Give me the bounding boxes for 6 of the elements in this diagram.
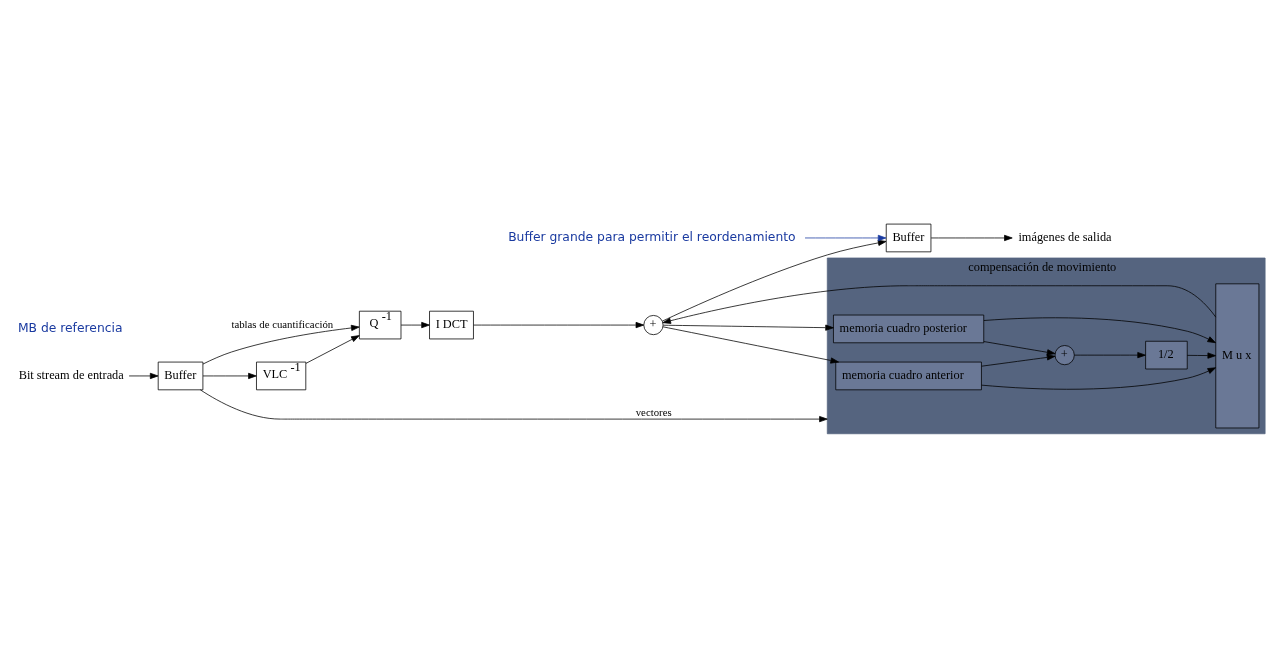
edge-label: tablas de cuantificación bbox=[231, 318, 334, 331]
label: MB de referencia bbox=[17, 320, 123, 335]
node-text: Buffer grande para permitir el reordenamiento bbox=[508, 229, 796, 244]
node-text: Bit stream de entrada bbox=[18, 367, 124, 382]
node-text: imágenes de salida bbox=[1018, 229, 1112, 244]
edge-label: vectores bbox=[635, 406, 672, 419]
